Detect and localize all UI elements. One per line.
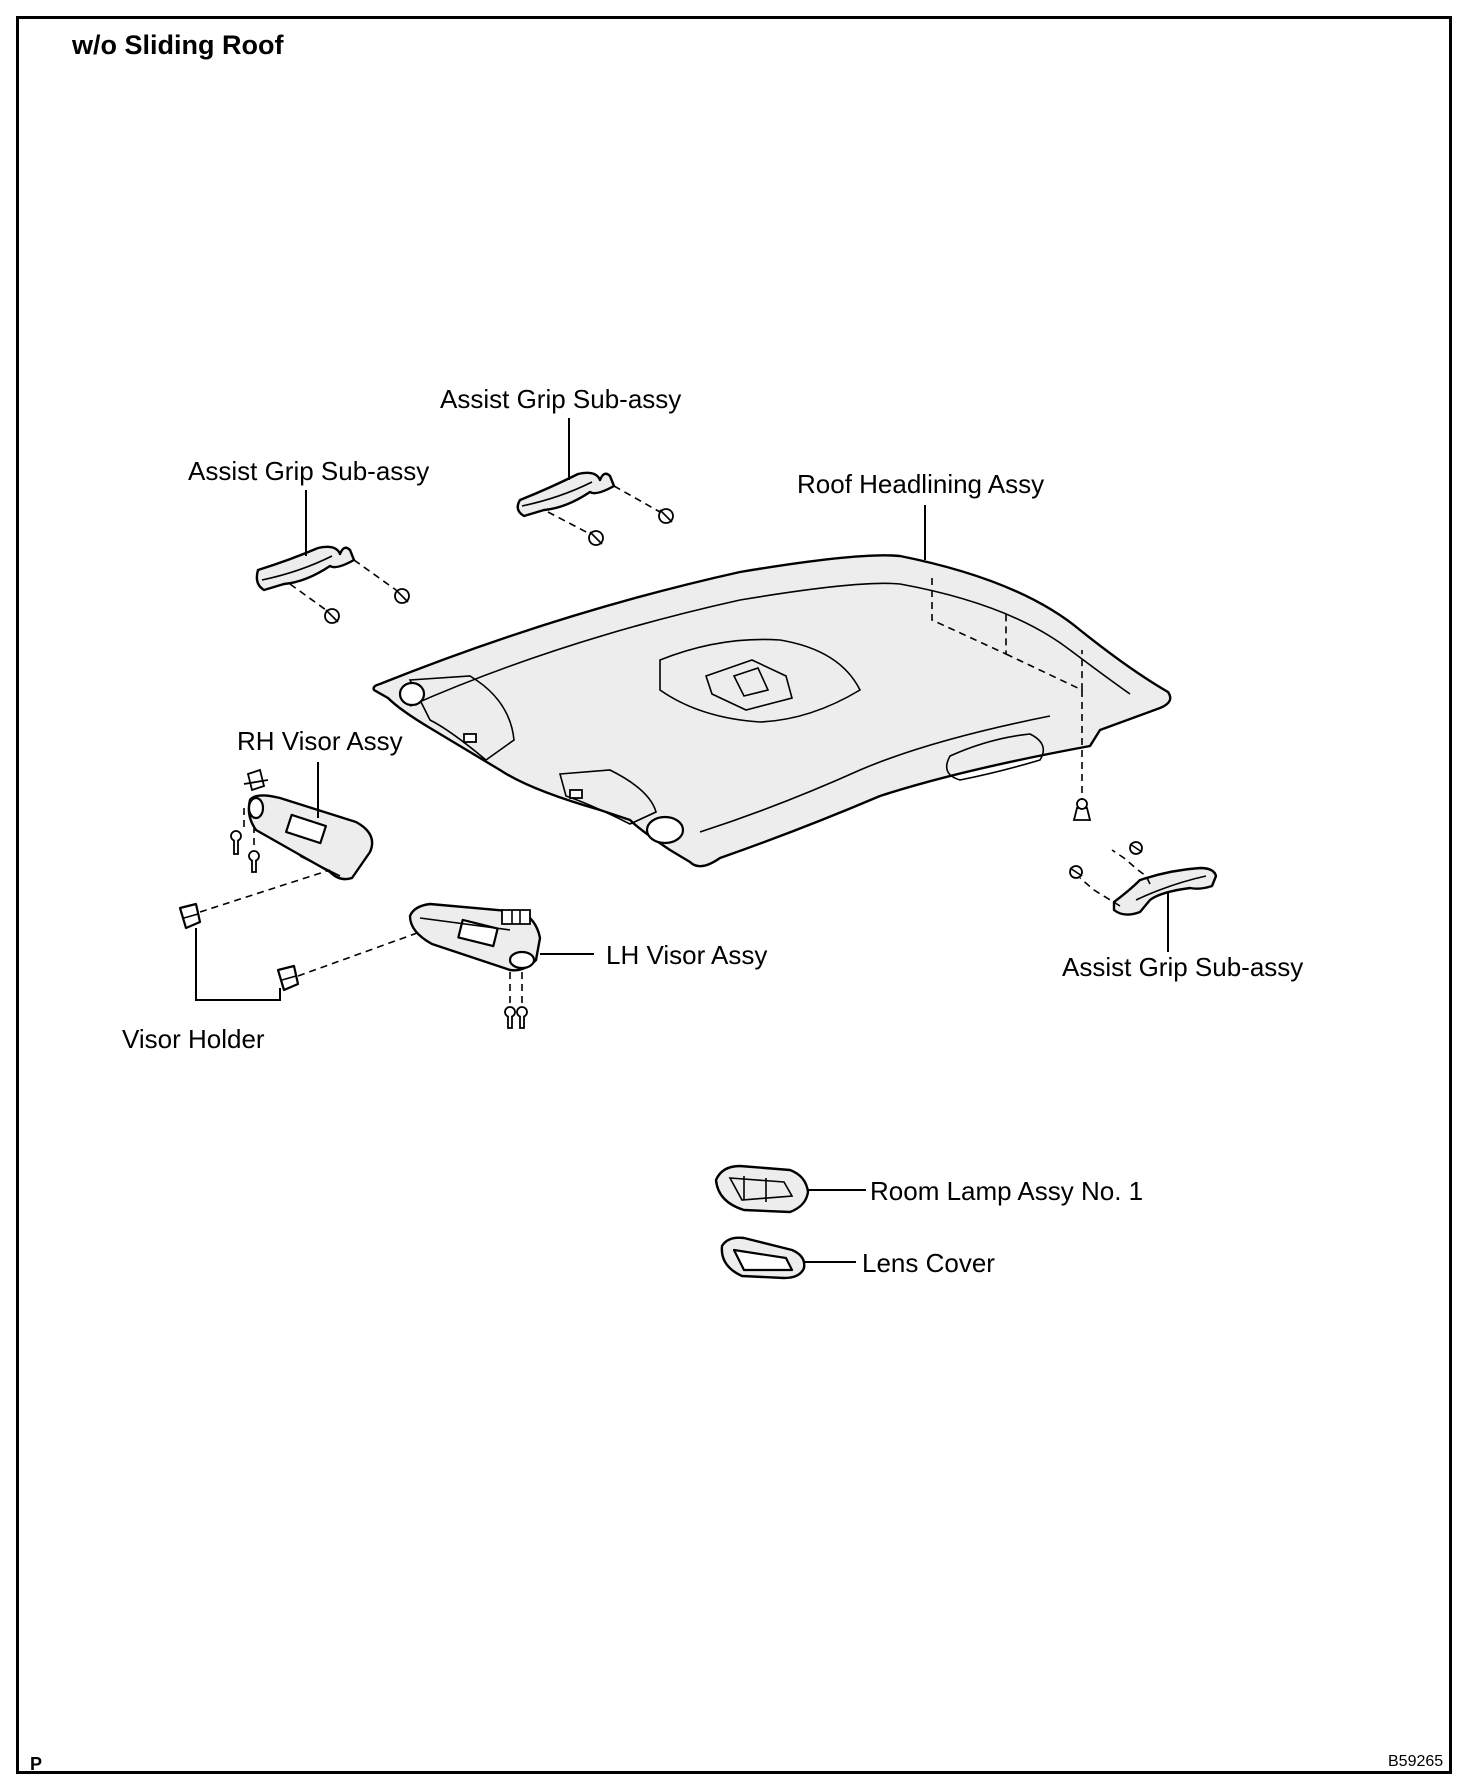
room-lamp-part <box>714 1164 810 1214</box>
rh-visor-part <box>247 794 374 881</box>
visor-clip-rh <box>243 768 269 792</box>
roof-headlining-part <box>372 554 1172 868</box>
label-assist-grip-left: Assist Grip Sub-assy <box>188 456 429 486</box>
label-assist-grip-right: Assist Grip Sub-assy <box>1062 952 1303 982</box>
screw-rh-visor-2 <box>248 850 260 873</box>
label-visor-holder: Visor Holder <box>122 1024 265 1054</box>
screw-rh-visor-1 <box>230 830 242 855</box>
assist-grip-center-part <box>516 471 616 518</box>
visor-holder-lower <box>276 964 300 992</box>
screw-right-2 <box>1069 865 1083 879</box>
label-lh-visor: LH Visor Assy <box>606 940 767 970</box>
screw-right-1 <box>1129 841 1143 855</box>
screw-center-1 <box>658 508 674 524</box>
diagram-title: w/o Sliding Roof <box>71 30 284 60</box>
diagram-frame <box>16 16 1452 1774</box>
assist-grip-right-part <box>1112 866 1218 916</box>
screw-lh-visor-2 <box>516 1006 528 1029</box>
visor-holder-upper <box>178 902 202 930</box>
label-lens-cover: Lens Cover <box>862 1248 995 1278</box>
screw-left-2 <box>324 608 340 624</box>
screw-left-1 <box>394 588 410 604</box>
screw-center-2 <box>588 530 604 546</box>
footer-page-mark: P <box>30 1754 42 1774</box>
label-roof-headlining: Roof Headlining Assy <box>797 469 1044 499</box>
label-rh-visor: RH Visor Assy <box>237 726 403 756</box>
screw-lh-visor-1 <box>504 1006 516 1029</box>
figure-code: B59265 <box>1388 1753 1443 1770</box>
lens-cover-part <box>720 1236 806 1280</box>
visor-clip-lh <box>501 909 531 925</box>
label-assist-grip-center: Assist Grip Sub-assy <box>440 384 681 414</box>
label-room-lamp: Room Lamp Assy No. 1 <box>870 1176 1143 1206</box>
